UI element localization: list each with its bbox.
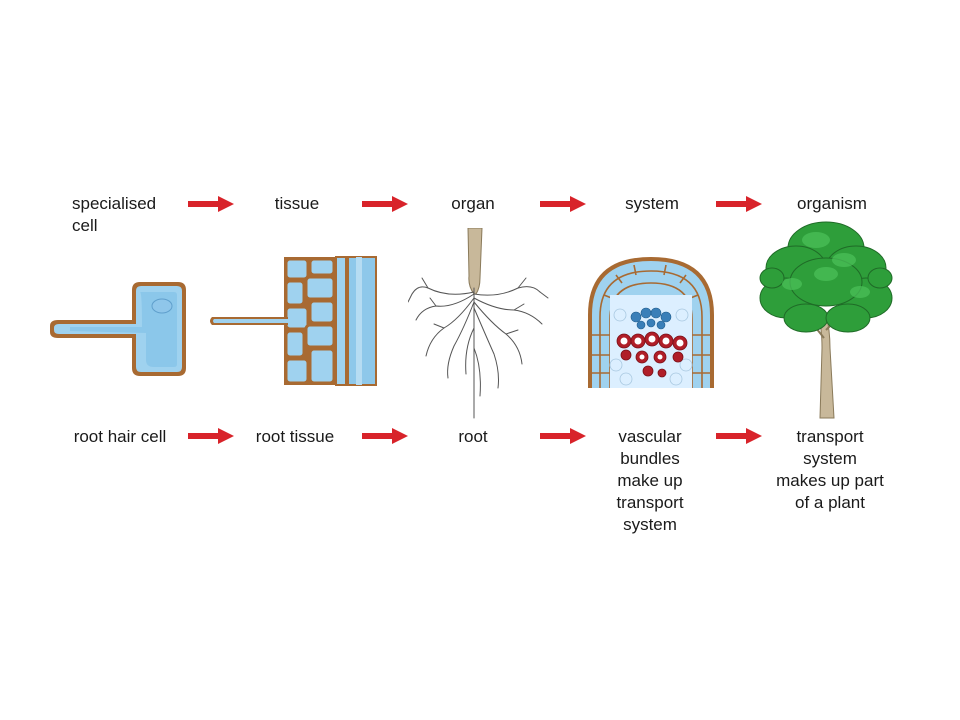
arrow-right-icon <box>362 428 408 444</box>
arrow-right-icon <box>716 428 762 444</box>
vascular-bundle-illustration <box>588 257 714 388</box>
label-vascular-bundles: vascular bundles make up transport syste… <box>616 427 684 534</box>
label-transport-system: transport system makes up part of a plan… <box>776 427 884 512</box>
label-organ: organ <box>451 194 495 213</box>
label-root-tissue: root tissue <box>255 427 335 446</box>
arrow-right-icon <box>716 196 762 212</box>
arrow-right-icon <box>540 196 586 212</box>
label-root-hair-cell: root hair cell <box>73 427 167 446</box>
arrow-right-icon <box>188 196 234 212</box>
arrow-right-icon <box>188 428 234 444</box>
label-tissue: tissue <box>274 194 320 213</box>
arrow-right-icon <box>540 428 586 444</box>
root-illustration <box>408 228 549 419</box>
tree-illustration <box>759 221 893 419</box>
label-organism: organism <box>797 194 867 213</box>
label-root: root <box>458 427 488 446</box>
root-tissue-illustration <box>210 256 377 386</box>
label-system: system <box>625 194 679 213</box>
root-hair-cell-illustration <box>50 282 186 376</box>
arrow-right-icon <box>362 196 408 212</box>
label-specialised-cell: specialised cell <box>72 194 157 235</box>
